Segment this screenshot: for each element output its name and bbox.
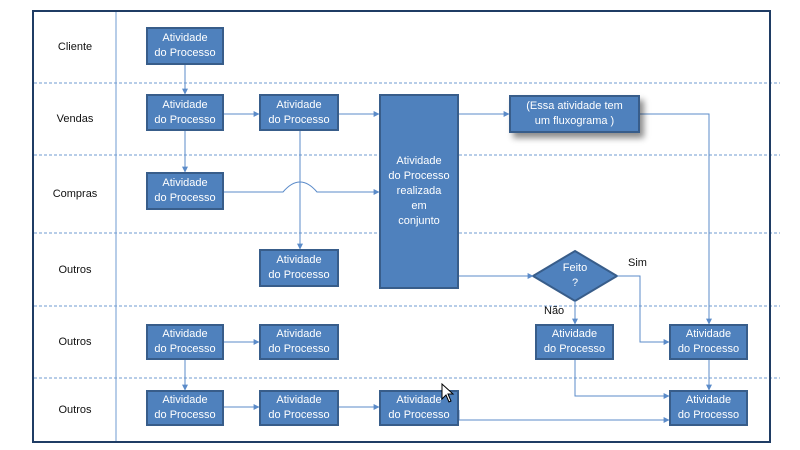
lane-label-outros-2: Outros <box>58 336 92 348</box>
connectors <box>182 65 712 423</box>
lane-label-cliente: Cliente <box>57 41 93 53</box>
decision-no-label: Não <box>544 305 565 317</box>
activity-box-final[interactable]: Atividade do Processo <box>669 390 748 426</box>
activity-box-vendas-1[interactable]: Atividade do Processo <box>146 94 224 131</box>
lane-label-outros-3: Outros <box>58 404 92 416</box>
activity-box-nao-branch[interactable]: Atividade do Processo <box>535 324 614 360</box>
connector <box>224 181 380 195</box>
connector <box>617 275 670 345</box>
lane-label-vendas: Vendas <box>56 113 94 125</box>
activity-box-compras[interactable]: Atividade do Processo <box>146 172 224 210</box>
activity-box-outros-2a[interactable]: Atividade do Processo <box>146 324 224 360</box>
activity-box-outros-1[interactable]: Atividade do Processo <box>259 249 339 287</box>
activity-box-sim-branch[interactable]: Atividade do Processo <box>669 324 748 360</box>
connector <box>640 113 712 325</box>
activity-box-vendas-2[interactable]: Atividade do Processo <box>259 94 339 131</box>
joint-activity-box[interactable]: Atividade do Processo realizada em conju… <box>379 94 459 289</box>
activity-box-outros-2b[interactable]: Atividade do Processo <box>259 324 339 360</box>
activity-box-outros-3b[interactable]: Atividade do Processo <box>259 390 339 426</box>
connector <box>458 410 670 423</box>
decision-yes-label: Sim <box>628 257 647 269</box>
connector <box>574 360 670 399</box>
mouse-cursor-icon <box>441 383 455 403</box>
subprocess-activity-box[interactable]: (Essa atividade tem um fluxograma ) <box>509 95 640 133</box>
activity-box-outros-3a[interactable]: Atividade do Processo <box>146 390 224 426</box>
lane-label-compras: Compras <box>52 188 98 200</box>
lane-label-outros-1: Outros <box>58 263 92 276</box>
diagram-frame <box>32 10 771 443</box>
activity-box-cliente[interactable]: Atividade do Processo <box>146 27 224 65</box>
decision-label: Feito ? <box>562 262 588 289</box>
